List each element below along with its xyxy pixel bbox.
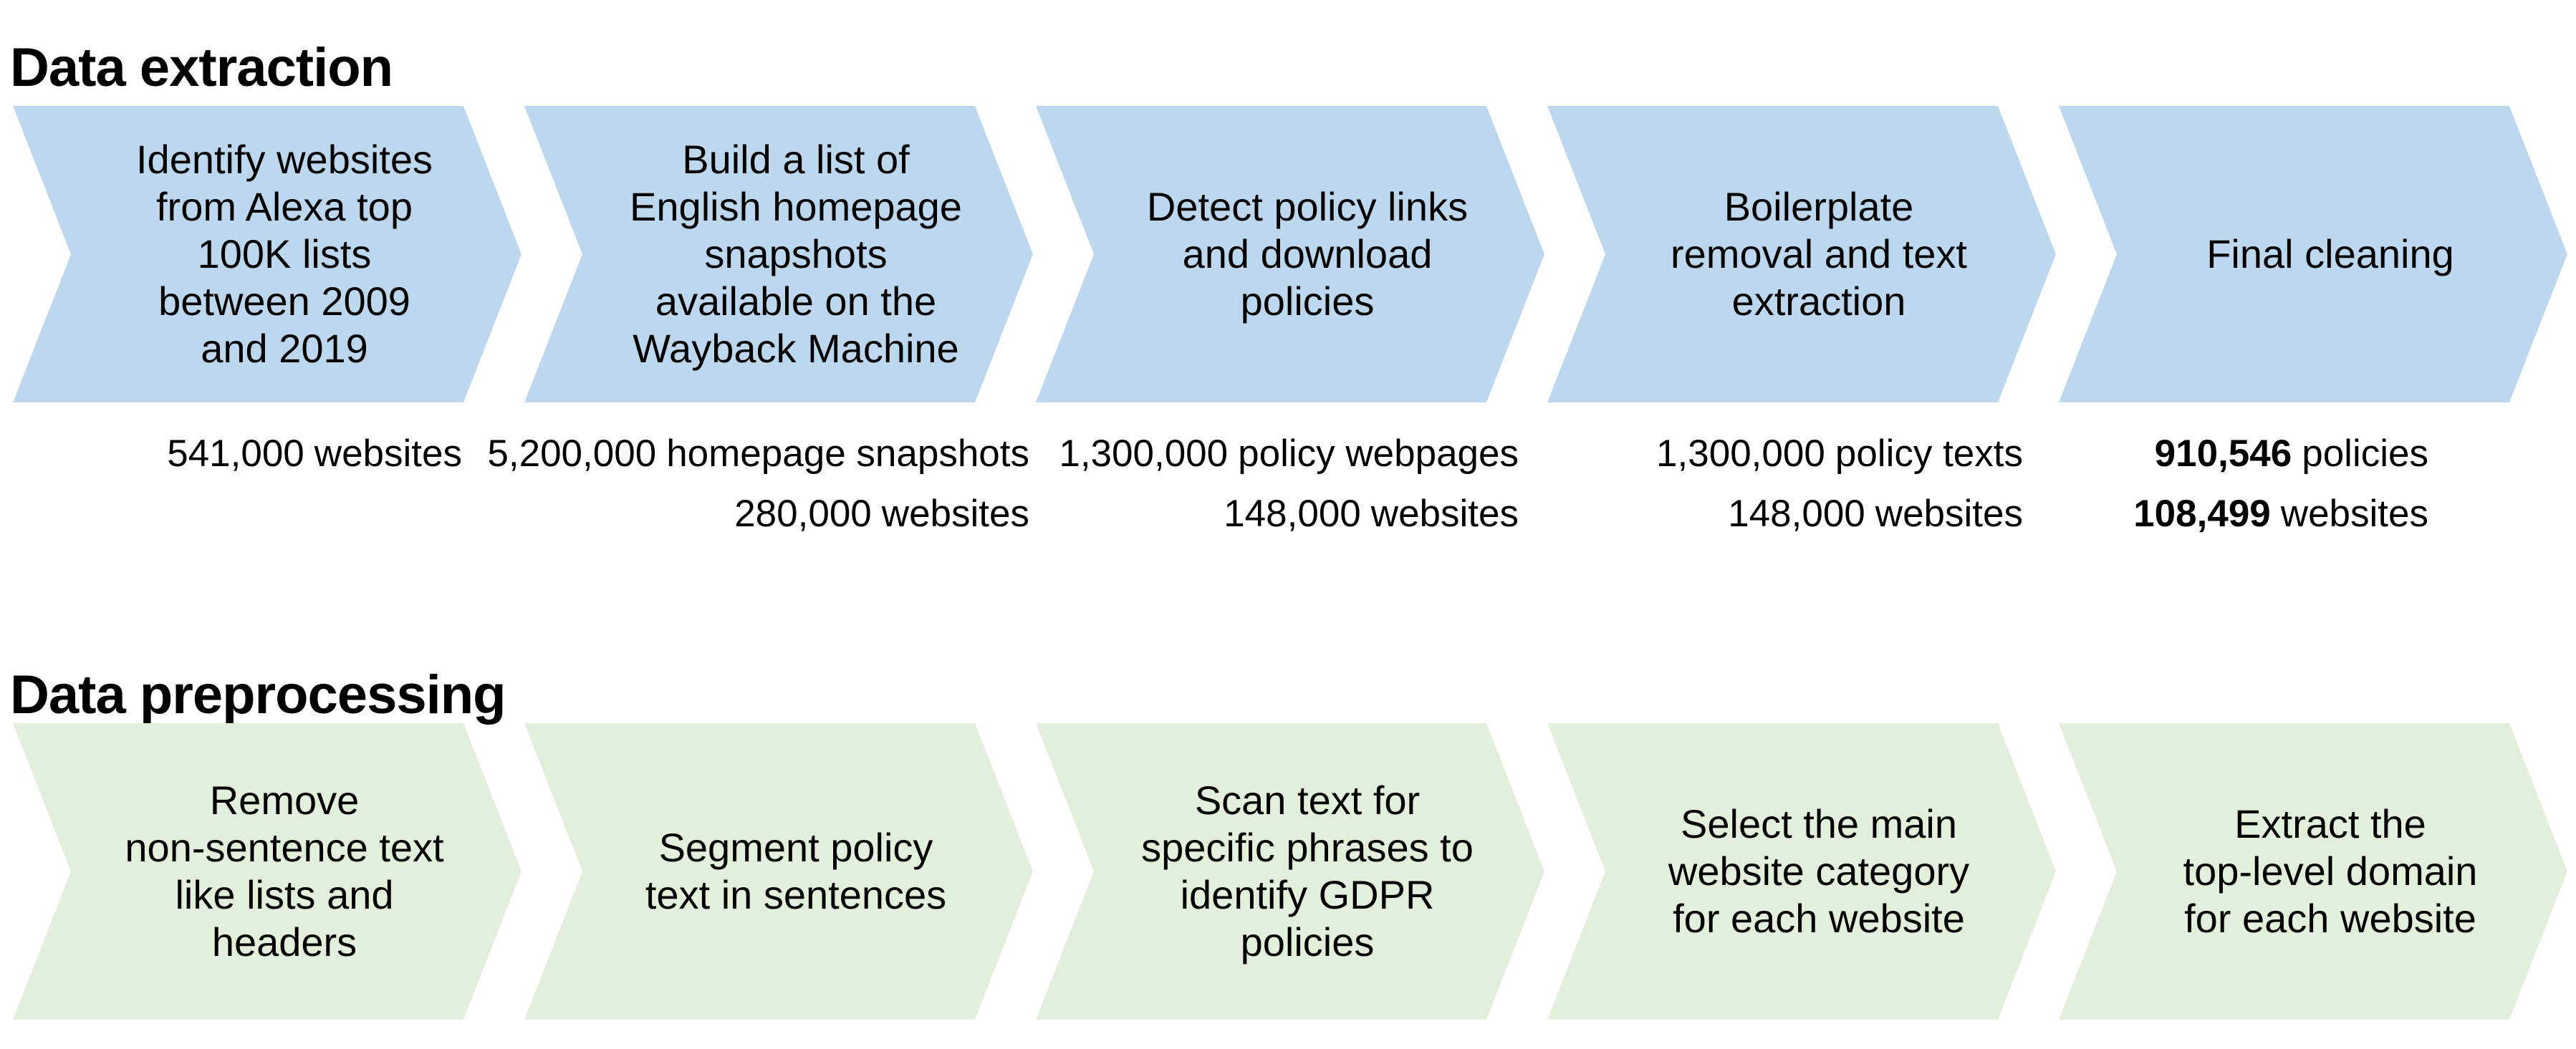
step-label: Identify websites from Alexa top 100K li… bbox=[136, 137, 433, 371]
chevron-boilerplate-removal: Boilerplate removal and text extraction bbox=[1547, 106, 2056, 402]
step-label: Scan text for specific phrases to identi… bbox=[1141, 778, 1474, 965]
section-title-data-extraction: Data extraction bbox=[10, 37, 393, 98]
count-number: 280,000 bbox=[734, 493, 872, 535]
step-label: Select the main website category for eac… bbox=[1668, 801, 1970, 941]
count-unit: homepage snapshots bbox=[666, 432, 1029, 475]
count-number: 1,300,000 bbox=[1059, 432, 1229, 475]
count-number: 108,499 bbox=[2133, 493, 2271, 535]
count-number: 910,546 bbox=[2154, 432, 2292, 475]
chevron-final-cleaning: Final cleaning bbox=[2059, 106, 2567, 402]
count-number: 5,200,000 bbox=[487, 432, 657, 475]
count-unit: policy texts bbox=[1835, 432, 2023, 475]
chevron-detect-policy-links: Detect policy links and download policie… bbox=[1036, 106, 1544, 402]
chevron-remove-non-sentence-text: Remove non-sentence text like lists and … bbox=[13, 723, 522, 1020]
count-number: 541,000 bbox=[167, 432, 304, 475]
chevron-extract-top-level-domain: Extract the top-level domain for each we… bbox=[2059, 723, 2567, 1020]
count-unit: websites bbox=[1370, 493, 1519, 535]
step-label: Extract the top-level domain for each we… bbox=[2183, 801, 2478, 941]
chevron-build-snapshot-list: Build a list of English homepage snapsho… bbox=[524, 106, 1033, 402]
step-label: Detect policy links and download policie… bbox=[1146, 184, 1469, 324]
step-label: Final cleaning bbox=[2206, 231, 2454, 276]
step-label: Remove non-sentence text like lists and … bbox=[125, 778, 444, 965]
count-unit: websites bbox=[314, 432, 462, 475]
chevron-select-website-category: Select the main website category for eac… bbox=[1547, 723, 2056, 1020]
chevron-segment-sentences: Segment policy text in sentences bbox=[524, 723, 1033, 1020]
section-title-data-preprocessing: Data preprocessing bbox=[10, 664, 506, 725]
step-label: Build a list of English homepage snapsho… bbox=[630, 137, 962, 371]
count-number: 148,000 bbox=[1224, 493, 1361, 535]
count-number: 148,000 bbox=[1728, 493, 1865, 535]
step-label: Boilerplate removal and text extraction bbox=[1671, 184, 1967, 324]
count-unit: websites bbox=[2280, 493, 2428, 535]
count-unit: websites bbox=[1875, 493, 2023, 535]
step-label: Segment policy text in sentences bbox=[645, 825, 947, 917]
chevron-scan-gdpr-phrases: Scan text for specific phrases to identi… bbox=[1036, 723, 1544, 1020]
count-unit: websites bbox=[881, 493, 1029, 535]
chevron-identify-websites: Identify websites from Alexa top 100K li… bbox=[13, 106, 522, 402]
count-unit: policies bbox=[2302, 432, 2428, 475]
count-number: 1,300,000 bbox=[1656, 432, 1825, 475]
count-unit: policy webpages bbox=[1238, 432, 1519, 475]
